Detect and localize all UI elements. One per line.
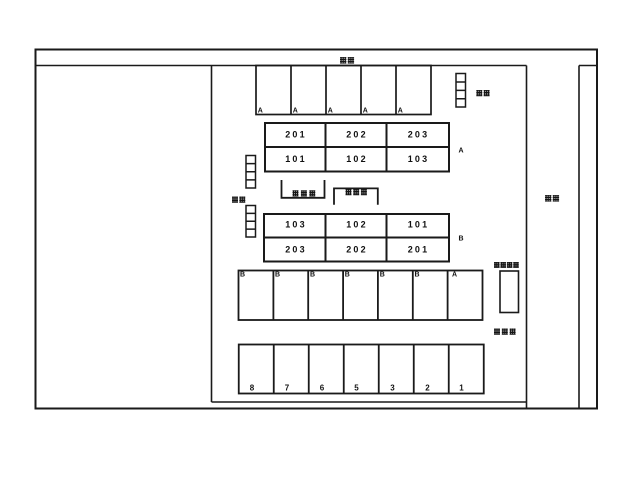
svg-text:103: 103 (285, 220, 307, 230)
svg-text:B: B (345, 272, 350, 279)
svg-text:B: B (240, 272, 245, 279)
svg-text:B: B (415, 272, 420, 279)
svg-text:101: 101 (285, 154, 307, 164)
svg-text:A: A (258, 108, 263, 115)
svg-text:A: A (452, 272, 457, 279)
svg-text:B: B (380, 272, 385, 279)
svg-text:1: 1 (459, 384, 464, 393)
svg-text:2: 2 (425, 384, 430, 393)
svg-text:203: 203 (408, 130, 430, 140)
svg-text:B: B (275, 272, 280, 279)
svg-text:A: A (398, 108, 403, 115)
svg-text:101: 101 (408, 220, 430, 230)
svg-text:202: 202 (346, 130, 368, 140)
svg-text:6: 6 (320, 384, 325, 393)
svg-text:5: 5 (354, 384, 359, 393)
svg-text:103: 103 (408, 154, 430, 164)
svg-text:B: B (459, 235, 464, 242)
svg-text:8: 8 (250, 384, 255, 393)
svg-text:7: 7 (285, 384, 290, 393)
svg-text:3: 3 (390, 384, 395, 393)
svg-text:102: 102 (346, 220, 368, 230)
svg-text:A: A (363, 108, 368, 115)
svg-text:201: 201 (408, 245, 430, 255)
svg-text:202: 202 (346, 245, 368, 255)
svg-text:102: 102 (346, 154, 368, 164)
svg-text:203: 203 (285, 245, 307, 255)
svg-text:B: B (310, 272, 315, 279)
svg-text:A: A (328, 108, 333, 115)
svg-text:A: A (293, 108, 298, 115)
svg-text:A: A (459, 147, 464, 154)
svg-text:201: 201 (285, 130, 307, 140)
